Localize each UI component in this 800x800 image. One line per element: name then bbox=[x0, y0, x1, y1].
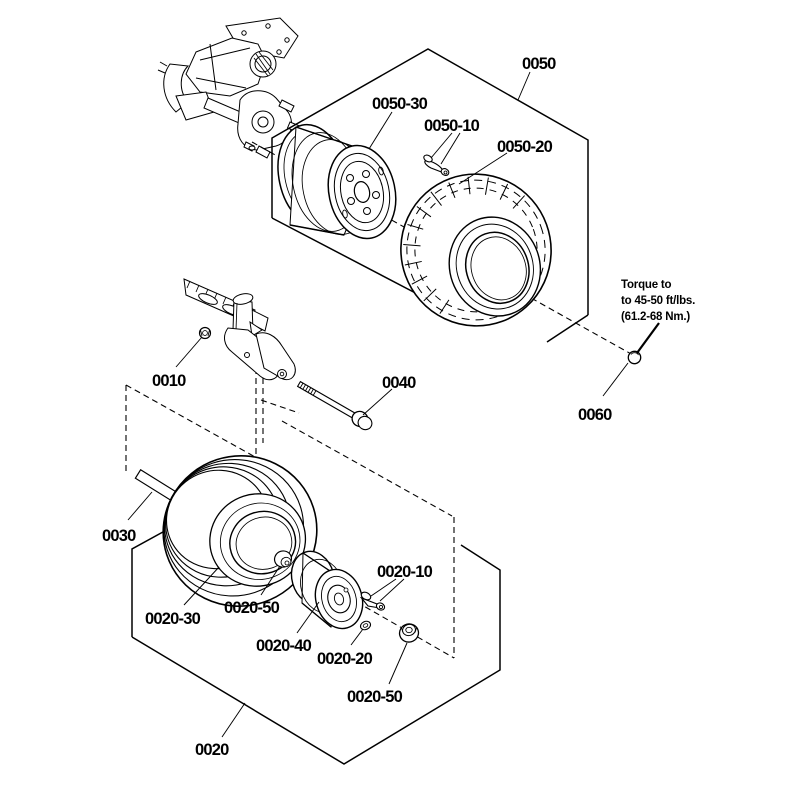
flange-nut-0010 bbox=[198, 326, 212, 340]
leader-0050-10b bbox=[440, 132, 461, 165]
caster-arm-assembly-art bbox=[183, 278, 296, 381]
bearing-0020-50 bbox=[273, 550, 293, 568]
label-0020-10: 0020-10 bbox=[377, 563, 433, 581]
label-0030: 0030 bbox=[102, 527, 136, 545]
label-0050-30: 0050-30 bbox=[372, 95, 428, 113]
leader-0020-30 bbox=[183, 566, 220, 606]
label-0020-20: 0020-20 bbox=[317, 650, 373, 668]
label-0020-50b: 0020-50 bbox=[347, 688, 403, 706]
leader-0020-40 bbox=[296, 601, 320, 634]
label-0050: 0050 bbox=[522, 55, 556, 73]
label-0020-30: 0020-30 bbox=[145, 610, 201, 628]
group-box-0050 bbox=[271, 48, 589, 343]
lug-nut-0060 bbox=[627, 350, 642, 365]
label-0050-10: 0050-10 bbox=[424, 117, 480, 135]
leader-0050-30 bbox=[368, 111, 393, 150]
leader-0060 bbox=[602, 362, 629, 397]
leader-0020-50b bbox=[388, 642, 408, 685]
washer-0020-20 bbox=[359, 620, 372, 631]
leader-0040 bbox=[362, 388, 393, 416]
torque-note: Torque to to 45-50 ft/lbs. (61.2-68 Nm.) bbox=[621, 279, 695, 323]
leader-0050 bbox=[517, 71, 531, 101]
valve-stem-0050-10 bbox=[423, 154, 450, 176]
valve-stem-0020-10 bbox=[359, 591, 386, 611]
leader-0020-20 bbox=[350, 628, 364, 646]
label-0040: 0040 bbox=[382, 374, 416, 392]
part-labels: 0050 0050-30 0050-10 0050-20 0010 0040 0… bbox=[102, 55, 613, 759]
leader-0020-10a bbox=[370, 578, 397, 597]
torque-note-line2: to 45-50 ft/lbs. bbox=[621, 295, 695, 307]
leader-0030 bbox=[127, 491, 153, 521]
leader-0020-10b bbox=[379, 578, 405, 602]
leader-0020-50a bbox=[260, 565, 281, 596]
wheel-rim-0050-30 bbox=[277, 123, 397, 240]
label-0060: 0060 bbox=[578, 406, 612, 424]
wheel-rim-0020-40 bbox=[290, 550, 364, 630]
label-0020-50a: 0020-50 bbox=[224, 599, 280, 617]
label-0020: 0020 bbox=[195, 741, 229, 759]
dashed-group-outline bbox=[125, 358, 455, 658]
tire-0050-20 bbox=[400, 173, 552, 327]
torque-note-line3: (61.2-68 Nm.) bbox=[621, 311, 690, 323]
torque-note-line1: Torque to bbox=[621, 279, 672, 291]
label-0010: 0010 bbox=[152, 372, 186, 390]
label-0020-40: 0020-40 bbox=[256, 637, 312, 655]
leader-0020 bbox=[221, 702, 246, 738]
leader-lines bbox=[127, 71, 660, 738]
leader-torque-note bbox=[636, 322, 660, 354]
leader-0010 bbox=[175, 336, 203, 368]
leader-0050-20 bbox=[458, 152, 508, 185]
group-box-0020 bbox=[131, 526, 501, 765]
leader-0050-10a bbox=[430, 132, 453, 159]
flange-nut-0020-50 bbox=[398, 623, 420, 643]
label-0050-20: 0050-20 bbox=[497, 138, 553, 156]
axle-bolt-0040 bbox=[296, 380, 373, 431]
